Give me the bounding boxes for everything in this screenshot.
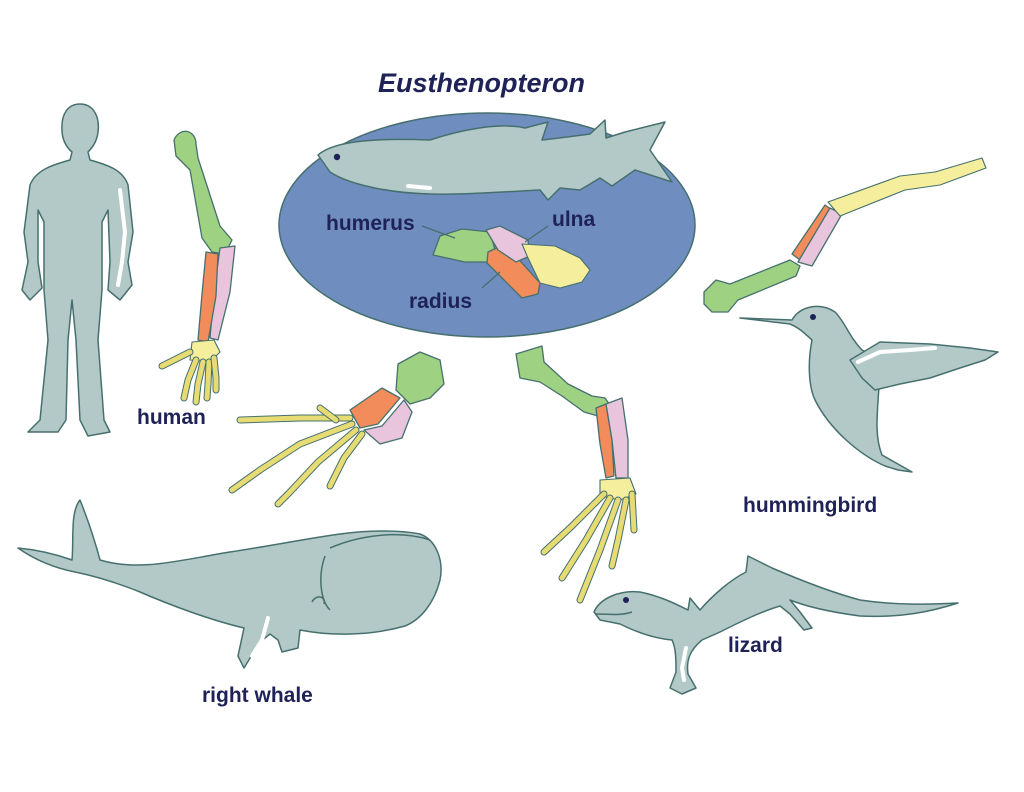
whale-radius <box>349 387 401 429</box>
fish-eye <box>333 153 341 161</box>
human-arm-highlight <box>116 188 127 287</box>
label-human: human <box>137 406 206 429</box>
eusthenopteron-fin-bones <box>432 225 591 299</box>
human-group <box>21 103 236 437</box>
human-finger-bones <box>158 348 220 406</box>
fish-fin-rays <box>521 243 591 289</box>
whale-flipper-highlight <box>250 616 270 658</box>
eusthenopteron-group <box>278 112 696 338</box>
hummingbird-eye <box>810 314 816 320</box>
human-humerus <box>173 130 233 255</box>
whale-ulna <box>363 399 413 445</box>
fish-fin-highlight <box>406 184 432 190</box>
title-eusthenopteron: Eusthenopteron <box>378 68 585 98</box>
radius-pointer <box>481 271 501 289</box>
hummingbird-wing-highlight <box>856 346 937 364</box>
right-whale-group <box>17 499 442 669</box>
bird-hand-bones <box>827 157 987 217</box>
eusthenopteron-fish <box>317 119 673 201</box>
label-humerus: humerus <box>326 212 415 235</box>
label-radius: radius <box>409 290 473 313</box>
right-whale-body <box>17 499 442 669</box>
hummingbird-wing <box>849 341 999 391</box>
lizard-humerus <box>515 345 613 417</box>
human-arm-bones <box>158 130 236 406</box>
ulna-pointer <box>524 225 549 243</box>
hummingbird-body <box>739 305 913 473</box>
whale-flipper-bones <box>228 351 445 508</box>
bird-humerus <box>703 259 801 313</box>
whale-digit-bones <box>228 404 366 508</box>
humerus-pointer <box>421 225 456 239</box>
whale-mouth-line <box>320 533 431 611</box>
lizard-digit-bones <box>540 490 638 604</box>
hummingbird-group <box>739 305 999 473</box>
label-ulna: ulna <box>552 208 596 231</box>
whale-humerus <box>395 351 445 405</box>
label-right-whale: right whale <box>202 684 313 707</box>
human-silhouette <box>21 103 134 437</box>
lizard-leg-bones <box>515 345 638 604</box>
bird-wing-bones <box>703 157 987 313</box>
lizard-group <box>593 555 959 695</box>
label-lizard: lizard <box>728 634 783 657</box>
lizard-body <box>593 555 959 695</box>
lizard-leg-highlight <box>680 646 688 682</box>
lizard-eye <box>623 597 629 603</box>
lizard-mouth <box>595 611 633 616</box>
whale-eye <box>311 596 325 605</box>
label-hummingbird: hummingbird <box>743 494 878 517</box>
